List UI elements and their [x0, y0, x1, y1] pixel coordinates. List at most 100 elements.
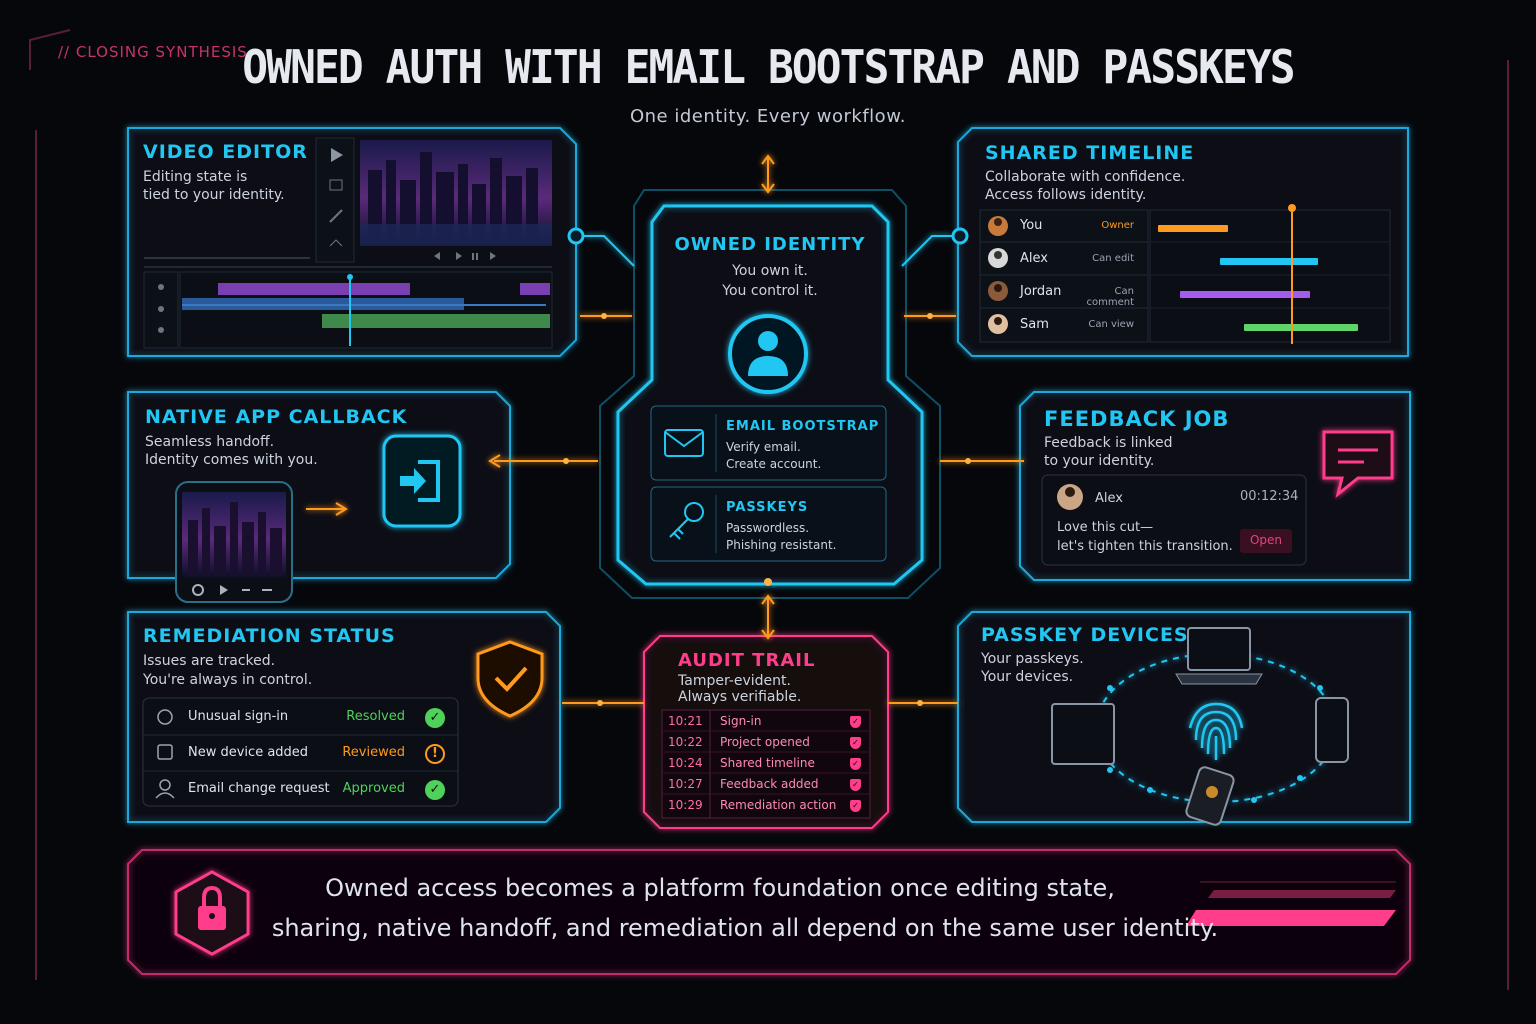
native-app-desc-2: Identity comes with you.: [145, 452, 318, 468]
shield-check-icon: [476, 640, 544, 718]
owned-identity-outer-ring: [599, 189, 941, 599]
comment-line-1: Love this cut—: [1057, 520, 1154, 535]
remediation-item-status: Approved: [342, 781, 405, 796]
timeline-clip-bar[interactable]: [1158, 225, 1228, 232]
timeline-clip-bar[interactable]: [1244, 324, 1358, 331]
passkeys-line-1: Passwordless.: [726, 521, 810, 535]
play-tool-icon: [331, 148, 343, 162]
audit-entry-event: Shared timeline: [720, 756, 815, 770]
connector-node-right: [951, 227, 969, 245]
native-app-title: NATIVE APP CALLBACK: [145, 406, 408, 428]
timeline-user-name: Jordan: [1020, 284, 1062, 299]
laptop-icon: [1187, 627, 1251, 671]
native-app-ui: [175, 434, 462, 603]
timeline-user-role: Can comment: [1086, 286, 1134, 308]
passkey-devices-ui: [1051, 627, 1349, 826]
timeline-user-role: Can edit: [1092, 253, 1134, 264]
user-outline-icon: [159, 779, 171, 791]
pen-tool-icon: [329, 209, 343, 223]
user-avatar-icon: [728, 314, 808, 394]
audit-entry-time: 10:21: [668, 714, 703, 728]
passkeys-title: PASSKEYS: [726, 500, 809, 515]
comment-line-2: let's tighten this transition.: [1057, 539, 1233, 554]
passkeys-line-2: Phishing resistant.: [726, 538, 837, 552]
verified-badge-icon: ✓: [850, 737, 861, 749]
page-title: OWNED AUTH WITH EMAIL BOOTSTRAP AND PASS…: [242, 40, 1295, 94]
alert-icon: !: [425, 744, 445, 764]
page-subtitle: One identity. Every workflow.: [629, 106, 906, 127]
lock-icon: [174, 870, 250, 956]
shared-timeline-ui: [979, 209, 1391, 343]
audit-trail-desc-2: Always verifiable.: [678, 689, 802, 705]
footer-frame: [127, 849, 1411, 975]
owned-identity-ui: [650, 314, 887, 562]
connectors-cyan: [584, 235, 952, 267]
passkey-devices-desc-1: Your passkeys.: [981, 651, 1084, 667]
video-editor-ui: [143, 137, 553, 349]
device-icon: [157, 744, 173, 760]
timeline-user-name: Alex: [1020, 251, 1048, 266]
timeline-user-role: Owner: [1101, 220, 1134, 231]
headset-icon: [157, 709, 173, 725]
comment-open-button[interactable]: Open: [1249, 533, 1283, 547]
key-icon: [669, 502, 704, 540]
timeline-user-role: Can view: [1088, 319, 1134, 330]
timeline-playhead-knob[interactable]: [1288, 204, 1296, 212]
email-bootstrap-title: EMAIL BOOTSTRAP: [726, 419, 880, 434]
feedback-job-title: FEEDBACK JOB: [1044, 407, 1230, 431]
audit-entry-time: 10:24: [668, 756, 703, 770]
audit-entry-time: 10:27: [668, 777, 703, 791]
passkey-devices-title: PASSKEY DEVICES: [981, 624, 1189, 646]
footer-stripes: [1186, 881, 1396, 926]
feedback-job-desc-1: Feedback is linked: [1044, 435, 1173, 451]
audit-entry-event: Sign-in: [720, 714, 762, 728]
remediation-item-status: Reviewed: [342, 745, 405, 760]
verified-badge-icon: ✓: [850, 758, 861, 770]
trim-tool-icon: [329, 239, 343, 247]
remediation-title: REMEDIATION STATUS: [143, 625, 396, 647]
email-bootstrap-line-2: Create account.: [726, 457, 822, 471]
remediation-item-label: Unusual sign-in: [188, 709, 289, 724]
audit-trail-desc-1: Tamper-evident.: [678, 673, 791, 689]
section-tag: // CLOSING SYNTHESIS: [58, 43, 248, 61]
verified-badge-icon: ✓: [850, 716, 861, 728]
audit-trail-ui: [661, 709, 871, 819]
comment-author: Alex: [1095, 491, 1123, 506]
audit-entry-time: 10:29: [668, 798, 703, 812]
envelope-icon: [664, 429, 704, 457]
remediation-ui: [142, 640, 544, 807]
timeline-playhead[interactable]: [1291, 208, 1293, 344]
remediation-desc-2: You're always in control.: [143, 672, 313, 688]
phone-icon: [1315, 697, 1349, 763]
remediation-desc-1: Issues are tracked.: [143, 653, 276, 669]
video-editor-desc-1: Editing state is: [143, 169, 248, 185]
owned-identity-desc-1: You own it.: [732, 263, 808, 279]
audit-entry-event: Project opened: [720, 735, 810, 749]
audit-entry-event: Feedback added: [720, 777, 819, 791]
video-editor-title: VIDEO EDITOR: [143, 141, 308, 163]
footer-line-2: sharing, native handoff, and remediation…: [271, 914, 1219, 942]
connector-nodes: [563, 313, 971, 706]
comment-time: 00:12:34: [1240, 489, 1299, 504]
corner-decoration: [29, 29, 1509, 990]
passkey-devices-frame: [957, 611, 1411, 823]
email-bootstrap-line-1: Verify email.: [726, 440, 801, 454]
feedback-job-ui: [1041, 430, 1394, 566]
fingerprint-icon: [1188, 702, 1244, 760]
native-app-desc-1: Seamless handoff.: [145, 434, 275, 450]
shared-timeline-desc-1: Collaborate with confidence.: [985, 169, 1186, 185]
tablet-icon: [1051, 703, 1115, 765]
remediation-item-label: Email change request: [188, 781, 330, 796]
owned-identity-title: OWNED IDENTITY: [674, 234, 866, 255]
crop-tool-icon: [329, 179, 343, 191]
owned-identity-desc-2: You control it.: [722, 283, 818, 299]
timeline-clip-bar[interactable]: [1180, 291, 1310, 298]
timeline-clip-bar[interactable]: [1220, 258, 1318, 265]
feedback-job-desc-2: to your identity.: [1044, 453, 1155, 469]
audit-entry-time: 10:22: [668, 735, 703, 749]
check-icon: ✓: [425, 780, 445, 800]
shared-timeline-desc-2: Access follows identity.: [985, 187, 1147, 203]
connector-node-left: [567, 227, 585, 245]
audit-trail-title: AUDIT TRAIL: [678, 650, 816, 671]
